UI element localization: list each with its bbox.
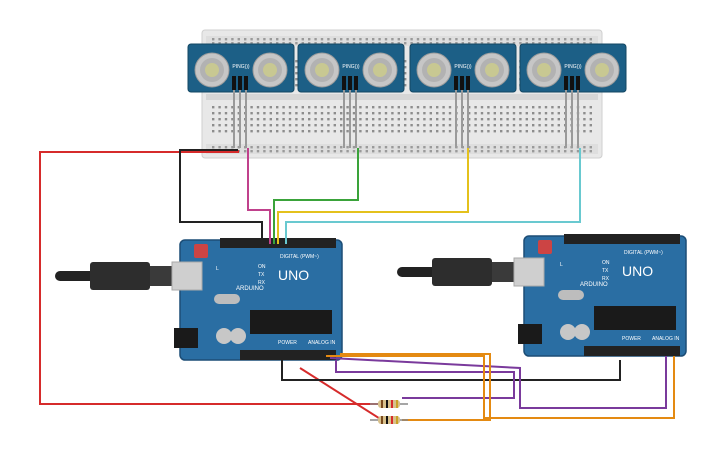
arduino-uno-right[interactable]: UNO ARDUINO DIGITAL (PWM~) POWER ANALOG IN ON…: [518, 234, 687, 357]
analog-header-label: ANALOG IN: [652, 336, 680, 342]
usb-cable-right[interactable]: [397, 257, 545, 287]
wire-red-5v[interactable]: [299, 367, 383, 421]
ultrasonic-sensor-2[interactable]: PING))): [297, 43, 405, 148]
wire-yellow-signal-3[interactable]: [277, 148, 469, 244]
breadboard-center-channel: [206, 94, 598, 100]
board-brand-label: ARDUINO: [236, 286, 264, 292]
breadboard-holes: [212, 38, 592, 153]
wire-green-signal-2[interactable]: [273, 148, 359, 244]
tx-label: TX: [258, 272, 265, 278]
l-label: L: [560, 262, 563, 268]
wire-purple-b[interactable]: [335, 360, 515, 399]
breadboard-bottom-rail: [206, 144, 598, 154]
ultrasonic-sensor-3[interactable]: PING))): [409, 43, 517, 148]
resistor-2[interactable]: [370, 416, 408, 424]
rx-label: RX: [602, 276, 610, 282]
wire-orange-a[interactable]: [326, 355, 675, 419]
on-label: ON: [602, 260, 610, 266]
rx-label: RX: [258, 280, 266, 286]
wire-black-board-link[interactable]: [281, 358, 621, 381]
wire-group: [39, 148, 675, 421]
sensor-label: PING))): [342, 64, 360, 70]
arduino-uno-left[interactable]: UNO ARDUINO DIGITAL (PWM~) POWER ANALOG IN ON…: [174, 238, 343, 361]
resistor-1[interactable]: [370, 400, 408, 408]
ultrasonic-sensor-1[interactable]: PING))): [187, 43, 295, 148]
sensor-label: PING))): [454, 64, 472, 70]
power-header-label: POWER: [278, 340, 297, 346]
l-label: L: [216, 266, 219, 272]
wire-black-ground[interactable]: [179, 149, 263, 244]
sensor-label: PING))): [564, 64, 582, 70]
tx-label: TX: [602, 268, 609, 274]
board-brand-label: ARDUINO: [580, 282, 608, 288]
board-model-label: UNO: [278, 267, 309, 283]
on-label: ON: [258, 264, 266, 270]
usb-cable-left[interactable]: [55, 261, 203, 291]
sensor-label: PING))): [232, 64, 250, 70]
wire-red-power[interactable]: [39, 150, 382, 405]
sensor-group: PING))) PING))) PING))) PING))): [187, 43, 627, 148]
wire-magenta-signal-1[interactable]: [247, 148, 271, 244]
resistor-group: [370, 400, 408, 424]
wire-cyan-signal-4[interactable]: [285, 148, 581, 244]
board-model-label: UNO: [622, 263, 653, 279]
wire-orange-b[interactable]: [340, 353, 491, 421]
breadboard-top-rail: [206, 36, 598, 46]
digital-header-label: DIGITAL (PWM~): [624, 250, 663, 256]
power-header-label: POWER: [622, 336, 641, 342]
wire-purple-a[interactable]: [329, 356, 667, 409]
digital-header-label: DIGITAL (PWM~): [280, 254, 319, 260]
analog-header-label: ANALOG IN: [308, 340, 336, 346]
ultrasonic-sensor-4[interactable]: PING))): [519, 43, 627, 148]
